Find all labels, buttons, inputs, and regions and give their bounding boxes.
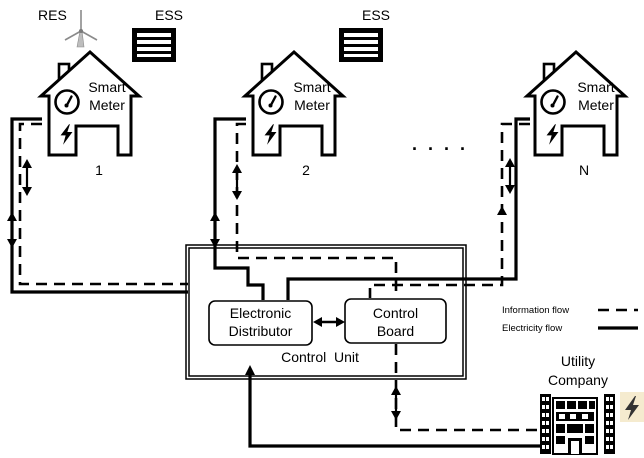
gauge-icon (542, 91, 565, 114)
building-icon (540, 394, 615, 454)
information-line-utility (396, 344, 540, 430)
ellipsis: . . . . (412, 134, 468, 154)
wind-turbine-icon (65, 10, 97, 47)
arrow-board-utility (391, 386, 401, 420)
ess-label-1: ESS (155, 7, 183, 23)
control-board-label-2: Board (377, 323, 414, 339)
battery-icon (339, 28, 383, 62)
arrow-house-n-lower (497, 206, 507, 215)
gauge-icon (260, 91, 283, 114)
control-unit: Electronic Distributor Control Board Con… (186, 245, 466, 379)
arrow-house-n (505, 158, 515, 194)
battery-icon (132, 28, 176, 62)
smart-meter-label-2: Meter (294, 97, 330, 113)
res-label: RES (38, 7, 67, 23)
legend-information-label: Information flow (502, 305, 569, 316)
arrow-house-1-lower (7, 212, 17, 248)
electronic-distributor-label-2: Distributor (229, 323, 293, 339)
smart-meter-label-2: Meter (578, 97, 614, 113)
electricity-line-house-1 (12, 119, 188, 292)
smart-meter-label-1: Smart (577, 79, 614, 95)
arrow-house-1 (22, 159, 32, 196)
house-n: Smart Meter N (527, 52, 625, 178)
information-lines (20, 124, 638, 430)
house-1: Smart Meter 1 (41, 52, 139, 178)
smart-meter-label-2: Meter (89, 97, 125, 113)
arrow-house-2-lower (210, 212, 220, 248)
utility-label-1: Utility (561, 353, 595, 369)
arrow-utility-distributor (245, 365, 255, 375)
house-number-2: 2 (302, 162, 310, 178)
legend: Information flow Electricity flow (502, 305, 569, 334)
lightning-icon (620, 392, 644, 422)
house-number-1: 1 (95, 162, 103, 178)
ess-label-2: ESS (362, 7, 390, 23)
smart-meter-label-1: Smart (88, 79, 125, 95)
gauge-icon (56, 91, 79, 114)
house-2: Smart Meter 2 (245, 52, 343, 178)
smart-meter-label-1: Smart (293, 79, 330, 95)
electronic-distributor-label-1: Electronic (230, 305, 291, 321)
information-line-house-1 (20, 124, 188, 284)
bidirectional-arrows (7, 158, 515, 420)
utility-label-2: Company (548, 372, 608, 388)
arrow-house-2 (232, 164, 242, 200)
house-number-n: N (579, 162, 589, 178)
control-board-label-1: Control (373, 305, 418, 321)
legend-electricity-label: Electricity flow (502, 323, 562, 334)
arrow-distributor-board (313, 317, 345, 327)
control-unit-label: Control Unit (281, 349, 359, 365)
